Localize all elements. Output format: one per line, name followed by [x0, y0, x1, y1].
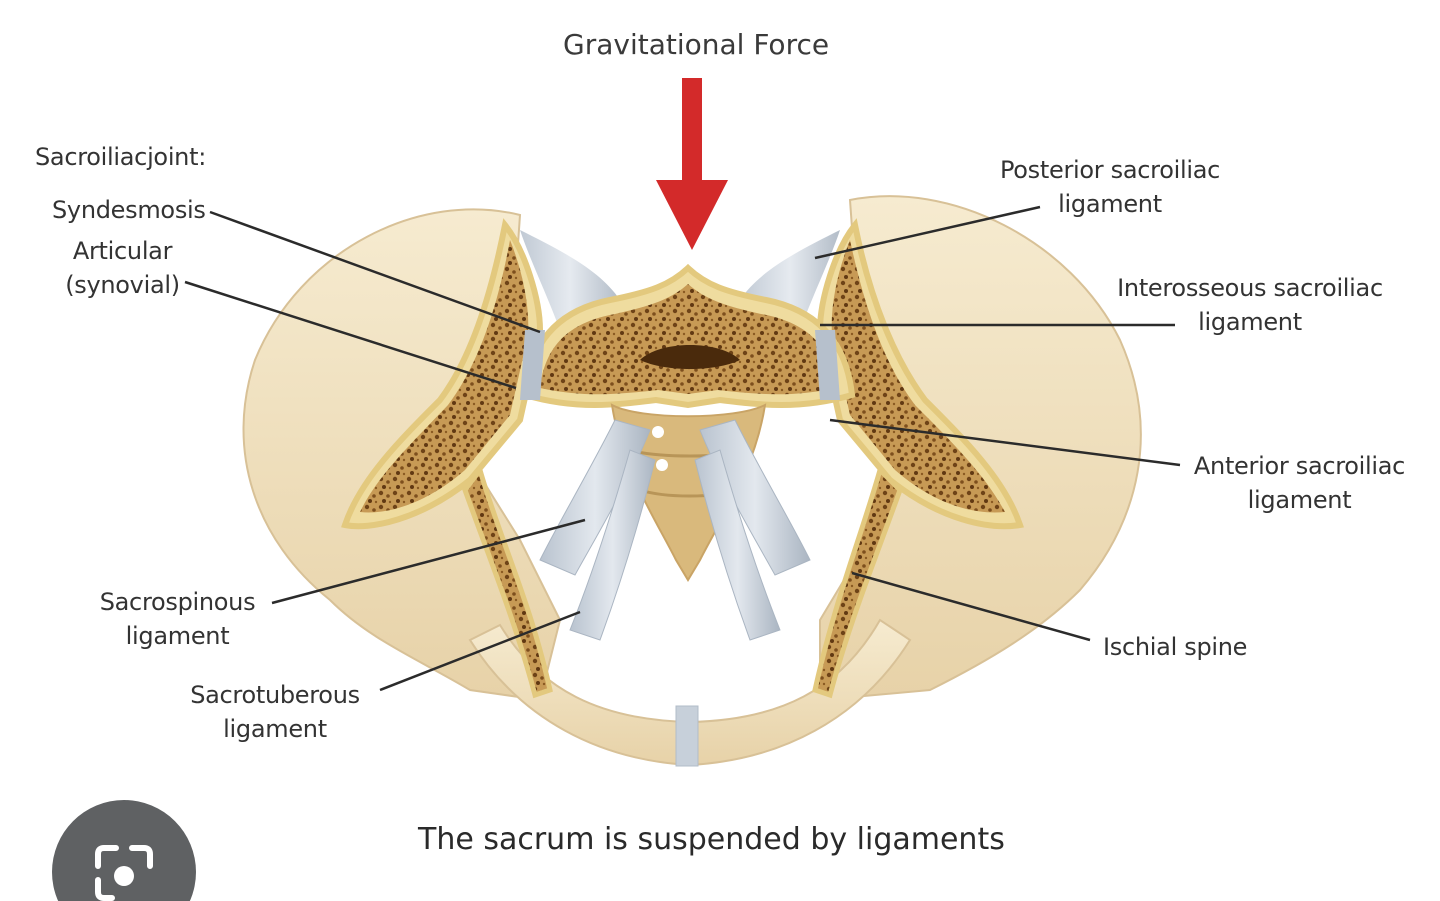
interosseous-label-line1: Interosseous sacroiliac	[1117, 274, 1383, 302]
left-interosseous-ligament	[520, 330, 545, 400]
posterior-sacroiliac-label: Posterior sacroiliac ligament	[990, 153, 1230, 221]
articular-label-line2: (synovial)	[65, 271, 180, 299]
leader-sacrotuberous	[379, 610, 581, 692]
sacral-canal	[640, 345, 740, 369]
syndesmosis-label: Syndesmosis	[52, 196, 206, 224]
sacrotuberous-ligament-right	[694, 449, 781, 641]
leader-anterior	[829, 418, 1181, 467]
pubic-symphysis	[675, 705, 699, 767]
articular-label-line1: Articular	[72, 237, 173, 265]
posterior-label-line1: Posterior sacroiliac	[999, 156, 1221, 184]
diagram-caption: The sacrum is suspended by ligaments	[418, 822, 1005, 857]
sacroiliac-joint-label: Sacroiliacjoint:	[35, 143, 206, 171]
sacrotuberous-label-line1: Sacrotuberous	[190, 681, 360, 709]
right-iliac-wing	[819, 195, 1142, 702]
interosseous-sacroiliac-label: Interosseous sacroiliac ligament	[1105, 271, 1395, 339]
sacrospinous-label: Sacrospinous ligament	[85, 585, 270, 653]
camera-search-icon	[95, 845, 153, 901]
articular-label: Articular (synovial)	[60, 234, 185, 302]
leader-articular	[184, 280, 517, 390]
gravitational-force-arrow	[656, 78, 728, 250]
gravitational-force-label: Gravitational Force	[563, 28, 830, 61]
interosseous-label-line2: ligament	[1198, 308, 1302, 336]
right-ilium-section	[816, 218, 1024, 530]
leader-ischial-spine	[851, 571, 1091, 642]
sacrotuberous-label: Sacrotuberous ligament	[175, 678, 375, 746]
anterior-sacroiliac-label: Anterior sacroiliac ligament	[1182, 449, 1417, 517]
right-interosseous-ligament	[815, 330, 840, 400]
left-ilium-section	[341, 218, 544, 530]
sacrotuberous-ligament-left	[569, 449, 656, 641]
right-ischium-section	[812, 465, 903, 699]
posterior-label-line2: ligament	[1058, 190, 1162, 218]
sacrotuberous-label-line2: ligament	[223, 715, 327, 743]
leader-sacrospinous	[271, 518, 586, 605]
sacrospinous-label-line1: Sacrospinous	[99, 588, 256, 616]
ischial-spine-label: Ischial spine	[1103, 633, 1248, 661]
leader-posterior	[814, 205, 1041, 260]
anterior-label-line1: Anterior sacroiliac	[1193, 452, 1406, 480]
sacrospinous-label-line2: ligament	[125, 622, 230, 650]
leader-syndesmosis	[209, 210, 541, 334]
pubic-ring	[468, 618, 912, 767]
anterior-label-line2: ligament	[1247, 486, 1352, 514]
